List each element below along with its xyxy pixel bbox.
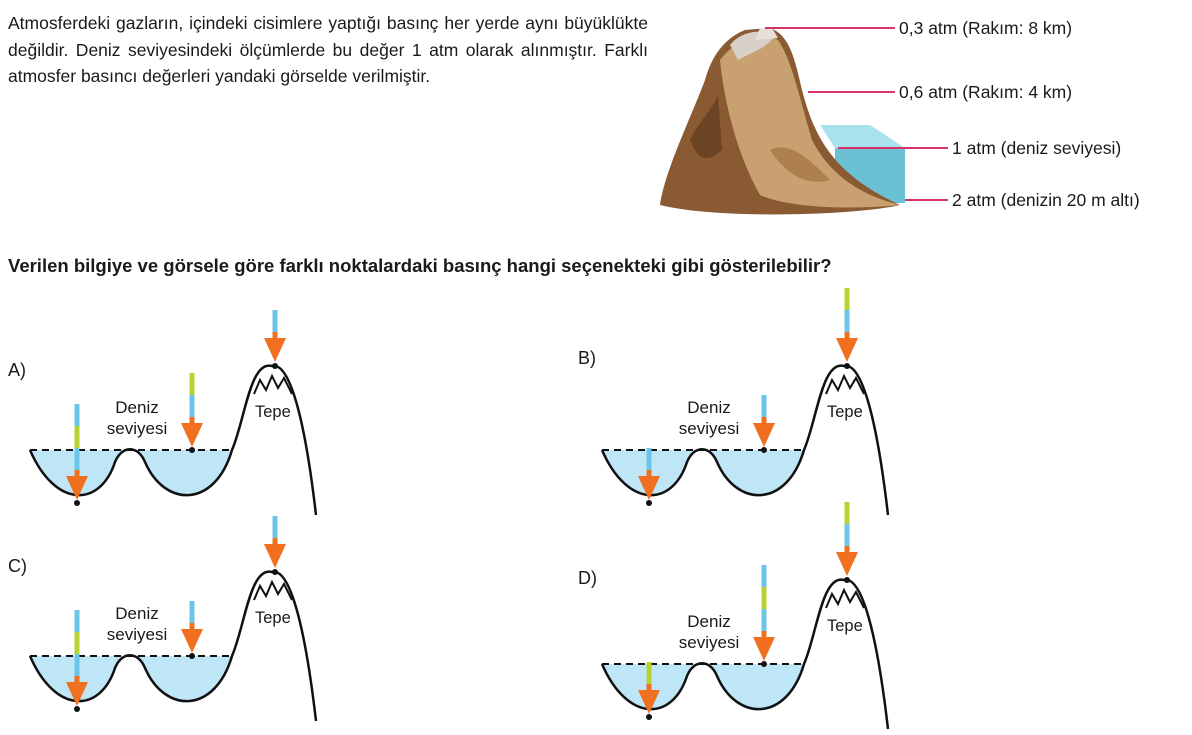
arrow-head [66,476,88,500]
peak-label: Tepe [255,609,291,627]
question-text: Verilen bilgiye ve görsele göre farklı n… [8,255,832,276]
bar-segment-blue [761,565,767,587]
point-underwater [74,500,80,506]
peak-label: Tepe [255,403,291,421]
terrain-line [28,570,318,722]
sea-level-label: Deniz seviyesi [678,612,740,652]
bar-segment-blue [189,395,195,417]
arrow-head [638,476,660,500]
bar-segment-blue [272,516,278,538]
point-underwater [646,500,652,506]
peak-label: Tepe [827,617,863,635]
arrow-sea-level [753,395,775,447]
arrow-peak [836,502,858,576]
arrow-head [753,423,775,447]
option-diagram-3 [28,516,318,722]
option-letter[interactable]: A) [8,360,26,380]
point-peak [844,577,850,583]
bar-segment-blue [761,395,767,417]
pressure-label-8km: 0,3 atm (Rakım: 8 km) [899,18,1072,38]
bar-segment-blue [74,610,80,632]
bar-segment-green [761,587,767,609]
arrow-head [264,338,286,362]
terrain-line [28,364,318,516]
pressure-label-4km: 0,6 atm (Rakım: 4 km) [899,82,1072,102]
arrow-peak [836,288,858,362]
arrow-sea-level [181,601,203,653]
bar-segment-green [74,632,80,654]
arrow-underwater [66,404,88,500]
arrow-head [181,629,203,653]
bar-segment-blue [272,310,278,332]
peak-label: Tepe [827,403,863,421]
arrow-peak [264,310,286,362]
point-peak [272,363,278,369]
arrow-underwater [638,662,660,714]
arrow-head [264,544,286,568]
pressure-label-sea-level: 1 atm (deniz seviyesi) [952,138,1121,158]
pressure-label-underwater: 2 atm (denizin 20 m altı) [952,190,1140,210]
pressure-illustration: 0,3 atm (Rakım: 8 km) 0,6 atm (Rakım: 4 … [660,18,1140,215]
point-underwater [646,714,652,720]
bar-segment-green [844,288,850,310]
arrow-head [66,682,88,706]
point-peak [272,569,278,575]
point-sea-level [189,447,195,453]
sea-level-label: Deniz seviyesi [106,398,168,438]
arrow-peak [264,516,286,568]
option-letter[interactable]: D) [578,568,597,588]
arrow-head [753,637,775,661]
bar-segment-blue [761,609,767,631]
point-sea-level [761,447,767,453]
bar-segment-green [74,426,80,448]
arrow-underwater [638,448,660,500]
snow-cap [253,373,293,395]
snow-cap [825,587,865,609]
option-diagram-2 [600,288,890,516]
bar-segment-green [189,373,195,395]
bar-segment-blue [646,448,652,470]
terrain-line [600,578,890,730]
sea-level-label: Deniz seviyesi [106,604,168,644]
bar-segment-green [844,502,850,524]
arrow-sea-level [753,565,775,661]
arrow-head [836,552,858,576]
arrow-head [638,690,660,714]
bar-segment-blue [74,654,80,676]
bar-segment-blue [74,404,80,426]
snow-cap [253,579,293,601]
intro-paragraph: Atmosferdeki gazların, içindeki cisimler… [8,13,648,86]
option-diagram-1 [28,310,318,516]
bar-segment-blue [74,448,80,470]
arrow-head [181,423,203,447]
mountain-illustration [660,28,900,215]
bar-segment-green [646,662,652,684]
option-letter[interactable]: B) [578,348,596,368]
sea-box [820,125,905,203]
leader-lines [765,27,948,201]
point-underwater [74,706,80,712]
terrain-line [600,364,890,516]
option-letter[interactable]: C) [8,556,27,576]
point-sea-level [189,653,195,659]
point-sea-level [761,661,767,667]
arrow-underwater [66,610,88,706]
sea-level-label: Deniz seviyesi [678,398,740,438]
option-diagram-4 [600,502,890,730]
point-peak [844,363,850,369]
arrow-sea-level [181,373,203,447]
snow-cap [825,373,865,395]
arrow-head [836,338,858,362]
bar-segment-blue [189,601,195,623]
bar-segment-blue [844,524,850,546]
bar-segment-blue [844,310,850,332]
